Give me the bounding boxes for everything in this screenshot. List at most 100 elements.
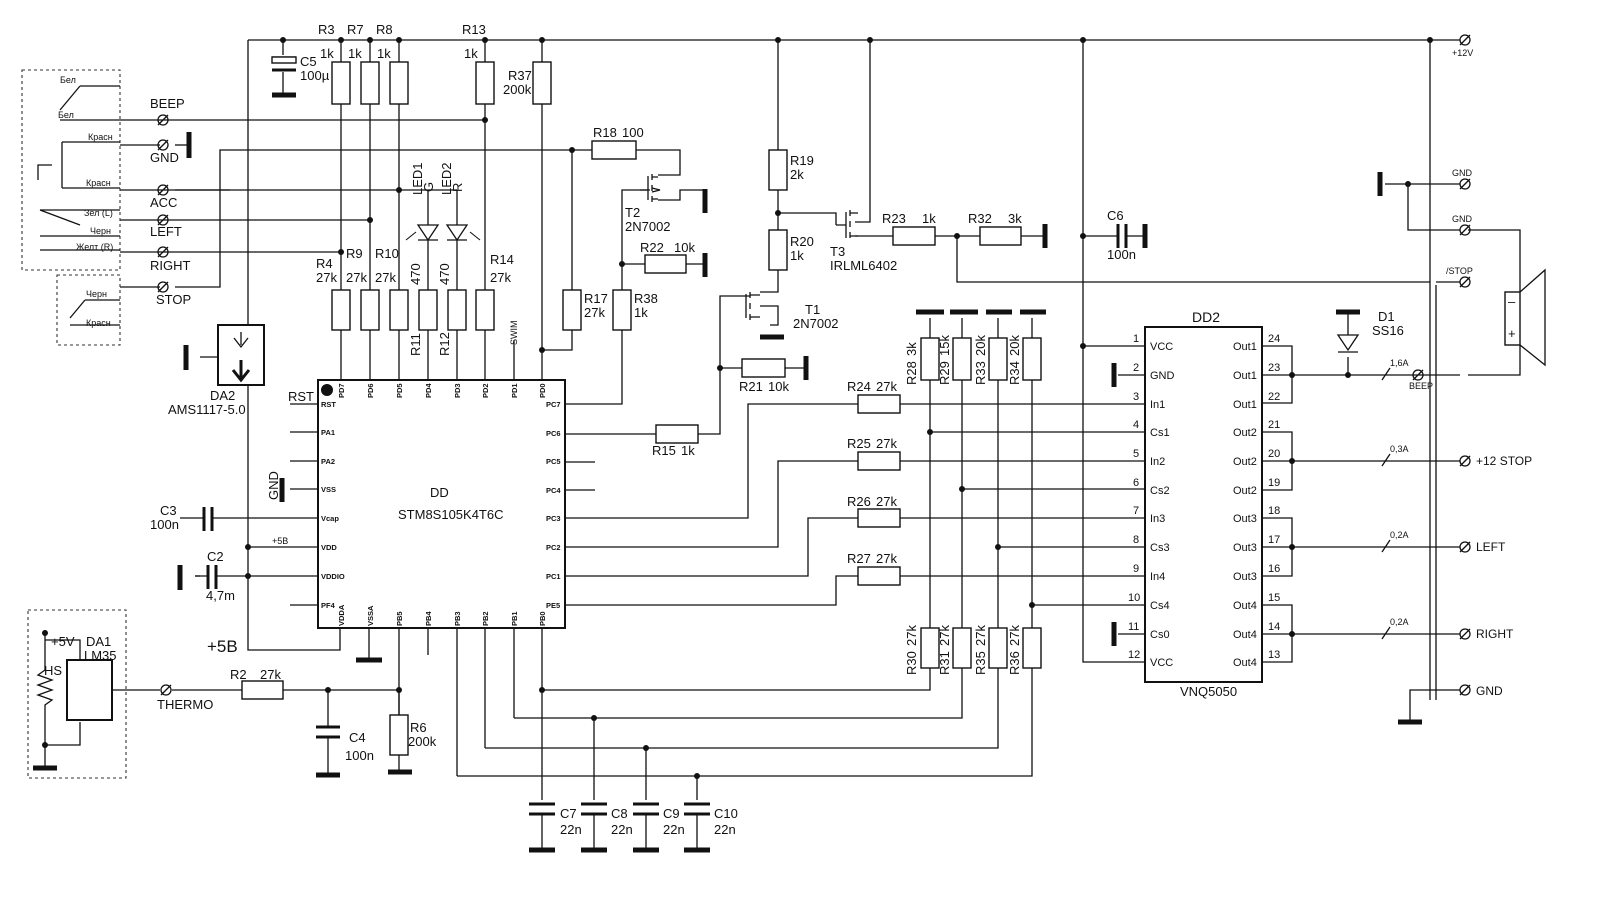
value-c10: 22n <box>714 822 736 837</box>
dd2-pin-num: 24 <box>1268 333 1280 345</box>
mcu-ref: DD <box>430 485 449 500</box>
dd2-pin-name: GND <box>1150 370 1175 382</box>
dd2-pin-num: 13 <box>1268 649 1280 661</box>
label-r28: R28 <box>904 361 919 385</box>
sensor-supply: +5V <box>51 634 75 649</box>
wire-krasn-1: Красн <box>88 132 113 142</box>
label-r3: R3 <box>318 22 335 37</box>
pin-vddio: VDDIO <box>321 572 345 581</box>
pin-pd4: PD4 <box>424 383 433 398</box>
pin-rst: RST <box>321 400 336 409</box>
value-c6: 100n <box>1107 247 1136 262</box>
value-r26: 27k <box>876 494 897 509</box>
dd2-pin-num: 19 <box>1268 477 1280 489</box>
terminals <box>157 34 1471 696</box>
pin-pd7: PD7 <box>337 383 346 398</box>
wire-bel-1: Бел <box>60 75 76 85</box>
pin-pd6: PD6 <box>366 383 375 398</box>
label-r14: R14 <box>490 252 514 267</box>
label-c9: C9 <box>663 806 680 821</box>
dd2-pin-num: 9 <box>1133 563 1139 575</box>
label-r2: R2 <box>230 667 247 682</box>
dd2-pin-num: 20 <box>1268 448 1280 460</box>
label-thermo: THERMO <box>157 697 213 712</box>
pin-pd5: PD5 <box>395 383 404 398</box>
pin-pd3: PD3 <box>453 383 462 398</box>
driver-part: VNQ5050 <box>1180 684 1237 699</box>
dd2-pin-num: 3 <box>1133 391 1139 403</box>
diode-type: SS16 <box>1372 323 1404 338</box>
dd2-pin-name: Out3 <box>1233 571 1257 583</box>
pin-pf4: PF4 <box>321 601 336 610</box>
label-swim: SWIM <box>509 321 519 346</box>
label-r21: R21 <box>739 379 763 394</box>
label-r9: R9 <box>346 246 363 261</box>
value-r12: 470 <box>437 263 452 285</box>
type-t3: IRLML6402 <box>830 258 897 273</box>
label-left: LEFT <box>150 224 182 239</box>
pin-pb3: PB3 <box>453 611 462 626</box>
pin-pc7: PC7 <box>546 400 561 409</box>
label-t3: T3 <box>830 244 845 259</box>
value-c7: 22n <box>560 822 582 837</box>
sensor-type: LM35 <box>84 648 117 663</box>
dd2-pin-num: 7 <box>1133 505 1139 517</box>
dd2-pin-name: Out4 <box>1233 657 1257 669</box>
value-r3: 1k <box>320 46 334 61</box>
label-r37: R37 <box>508 68 532 83</box>
dd2-pin-name: Out4 <box>1233 600 1257 612</box>
pin-pe5: PE5 <box>546 601 560 610</box>
dd2-pin-name: Cs1 <box>1150 427 1170 439</box>
pin-pb0: PB0 <box>538 611 547 626</box>
wire-zel: Зел (L) <box>84 208 113 218</box>
label-r36: R36 <box>1007 651 1022 675</box>
dashed-boxes <box>21 69 127 779</box>
pin-pc2: PC2 <box>546 543 561 552</box>
label-r31: R31 <box>937 651 952 675</box>
label-led2: LED2 <box>439 162 454 195</box>
wire-chern-1: Черн <box>90 226 111 236</box>
value-r34: 20k <box>1007 335 1022 356</box>
pin-pc5: PC5 <box>546 457 561 466</box>
value-r28: 3k <box>904 342 919 356</box>
dd2-pin-name: Out4 <box>1233 629 1257 641</box>
leds <box>405 215 481 245</box>
dd2-pin-name: Out2 <box>1233 456 1257 468</box>
label-r8: R8 <box>376 22 393 37</box>
dd2-pin-num: 12 <box>1128 649 1140 661</box>
dd2-pin-num: 6 <box>1133 477 1139 489</box>
fuse-12-stop: 0,3A <box>1390 444 1409 454</box>
label-r12: R12 <box>437 332 452 356</box>
label-c7: C7 <box>560 806 577 821</box>
label-r38: R38 <box>634 291 658 306</box>
value-c3: 100n <box>150 517 179 532</box>
pin-vssa: VSSA <box>366 605 375 626</box>
pin-pd0: PD0 <box>538 383 547 398</box>
label-r17: R17 <box>584 291 608 306</box>
dd2-pin-num: 2 <box>1133 362 1139 374</box>
dd2-pin-name: In3 <box>1150 513 1165 525</box>
label-right: RIGHT <box>150 258 191 273</box>
label-led1: LED1 <box>410 162 425 195</box>
label-r6: R6 <box>410 720 427 735</box>
label-r4: R4 <box>316 256 333 271</box>
pin-pa1: PA1 <box>321 428 335 437</box>
fuse-beep: 1,6A <box>1390 358 1409 368</box>
wire-chern-2: Черн <box>86 289 107 299</box>
speaker-plus: + <box>1508 326 1516 341</box>
value-r10: 27k <box>375 270 396 285</box>
dd2-pin-num: 21 <box>1268 419 1280 431</box>
label-r19: R19 <box>790 153 814 168</box>
fuse-left: 0,2A <box>1390 530 1409 540</box>
dd2-pin-num: 14 <box>1268 621 1280 633</box>
label-r18: R18 <box>593 125 617 140</box>
out-right: RIGHT <box>1476 627 1514 641</box>
label-c6: C6 <box>1107 208 1124 223</box>
value-r37: 200k <box>503 82 532 97</box>
driver-dd2 <box>1144 326 1263 683</box>
dd2-pin-num: 4 <box>1133 419 1139 431</box>
label-c3: C3 <box>160 503 177 518</box>
pin-vcap: Vcap <box>321 514 339 523</box>
label-t1: T1 <box>805 302 820 317</box>
